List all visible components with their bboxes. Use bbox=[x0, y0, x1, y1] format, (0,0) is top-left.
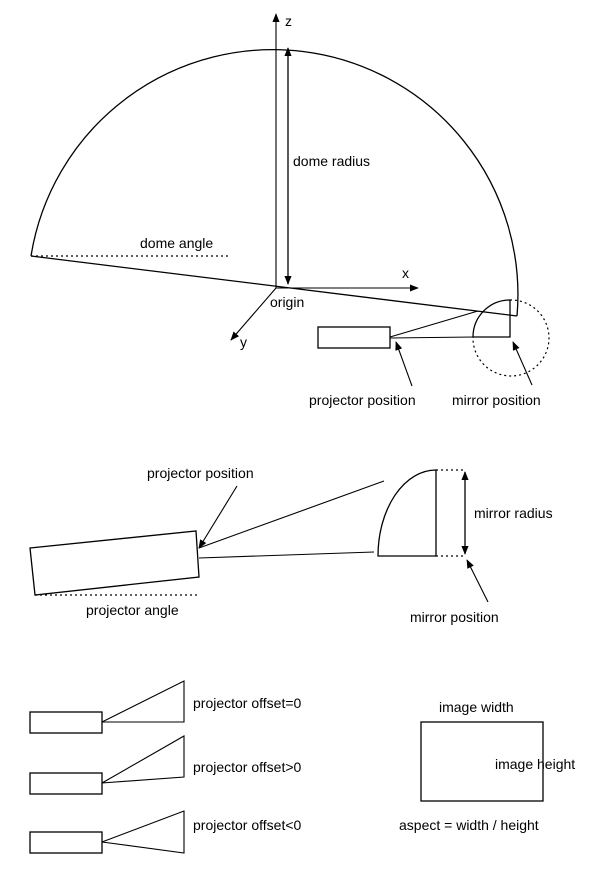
frustum-offset-pos bbox=[101, 735, 185, 784]
projector-position-arrow-2 bbox=[198, 485, 238, 549]
frustum-offset-zero bbox=[101, 680, 185, 723]
projector-position-label-2: projector position bbox=[147, 465, 254, 481]
z-axis-label: z bbox=[285, 13, 292, 29]
image-width-label: image width bbox=[439, 699, 514, 715]
offset-zero-label: projector offset=0 bbox=[193, 695, 302, 711]
projector-top bbox=[317, 326, 391, 349]
beam-mid-lower bbox=[198, 551, 375, 559]
projector-offsets: projector offset=0 projector offset>0 pr… bbox=[29, 680, 302, 854]
projector-position-label-1: projector position bbox=[309, 392, 416, 408]
mirror-circle-dotted bbox=[472, 299, 550, 377]
projector-offset-neg bbox=[29, 831, 103, 854]
mirror-top bbox=[472, 299, 511, 338]
mirror-position-label-1: mirror position bbox=[452, 392, 541, 408]
image-aspect: image width image height aspect = width … bbox=[399, 699, 575, 833]
projector-offset-pos bbox=[29, 772, 103, 795]
dome-angle-label: dome angle bbox=[140, 235, 213, 251]
projector-angle-label: projector angle bbox=[86, 602, 179, 618]
beam-top-upper bbox=[389, 310, 479, 338]
y-axis-label: y bbox=[240, 334, 247, 350]
image-rect bbox=[420, 721, 544, 802]
beam-top-lower bbox=[389, 336, 475, 339]
y-axis bbox=[230, 287, 277, 341]
mirror-mid bbox=[377, 469, 437, 557]
dome-base-line bbox=[30, 255, 518, 317]
dome-diagram: z dome radius x y origin dome angle proj… bbox=[30, 13, 550, 408]
mirror-radius-label: mirror radius bbox=[474, 505, 553, 521]
offset-neg-label: projector offset<0 bbox=[193, 817, 302, 833]
offset-pos-label: projector offset>0 bbox=[193, 759, 302, 775]
mirror-position-label-2: mirror position bbox=[410, 609, 499, 625]
origin-label: origin bbox=[270, 294, 304, 310]
projector-mirror-detail: projector position mirror radius mirror … bbox=[29, 465, 553, 625]
mirror-position-arrow-1 bbox=[512, 341, 533, 386]
mirror-position-arrow-2 bbox=[466, 559, 489, 603]
image-height-label: image height bbox=[495, 756, 575, 772]
aspect-label: aspect = width / height bbox=[399, 817, 539, 833]
beam-mid-upper bbox=[198, 480, 385, 549]
projector-tilted bbox=[29, 530, 200, 596]
projector-position-arrow-1 bbox=[395, 341, 413, 387]
frustum-offset-neg bbox=[101, 810, 185, 854]
x-axis-label: x bbox=[402, 265, 409, 281]
dome-arc bbox=[30, 49, 519, 317]
dome-radius-label: dome radius bbox=[293, 153, 370, 169]
projector-offset-zero bbox=[29, 711, 103, 734]
